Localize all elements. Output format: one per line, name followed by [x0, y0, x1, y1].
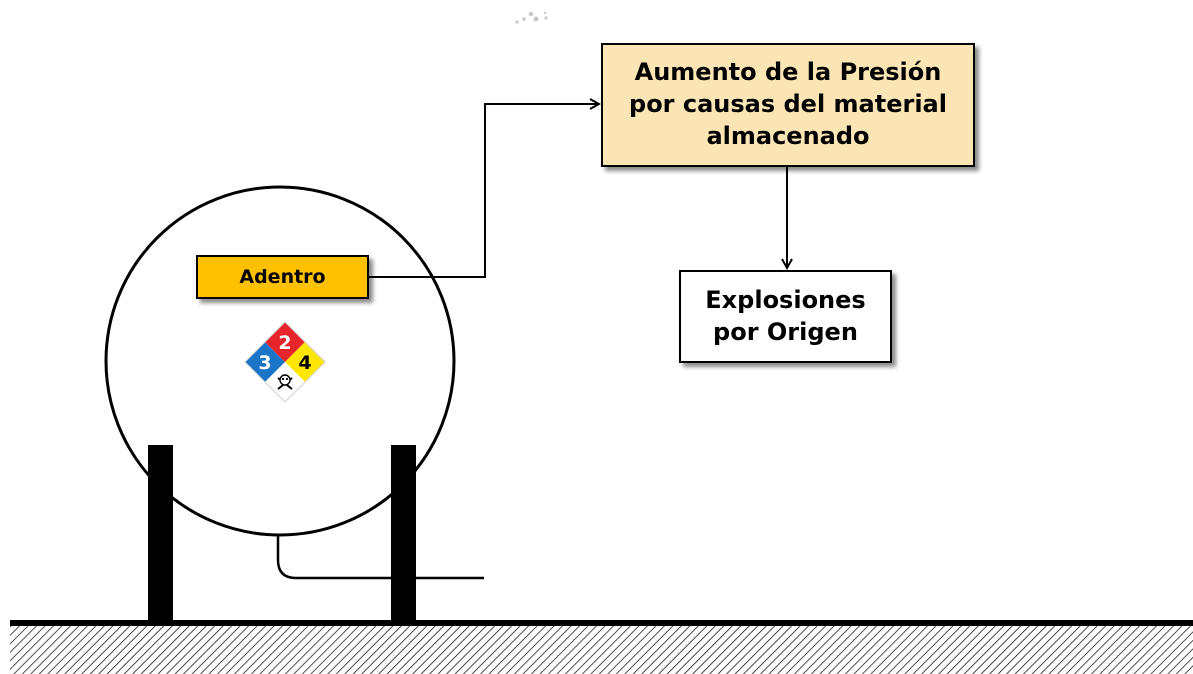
tank-leg-right — [391, 445, 416, 622]
ground — [10, 620, 1193, 674]
connector-adentro-to-aumento — [369, 104, 599, 278]
nfpa-704-diamond: 3 2 4 — [244, 321, 326, 403]
skull-crossbones-icon — [277, 374, 293, 390]
nfpa-reactivity-value: 4 — [298, 352, 311, 374]
label-aumento-presion: Aumento de la Presión por causas del mat… — [601, 43, 975, 167]
drain-pipe — [276, 535, 484, 580]
label-adentro: Adentro — [196, 255, 369, 299]
nfpa-flammability-value: 2 — [278, 332, 291, 354]
tank-leg-left — [148, 445, 173, 622]
label-explosiones-origen: Explosiones por Origen — [679, 270, 892, 363]
decorative-dots — [515, 11, 548, 24]
nfpa-health-value: 3 — [258, 352, 271, 374]
